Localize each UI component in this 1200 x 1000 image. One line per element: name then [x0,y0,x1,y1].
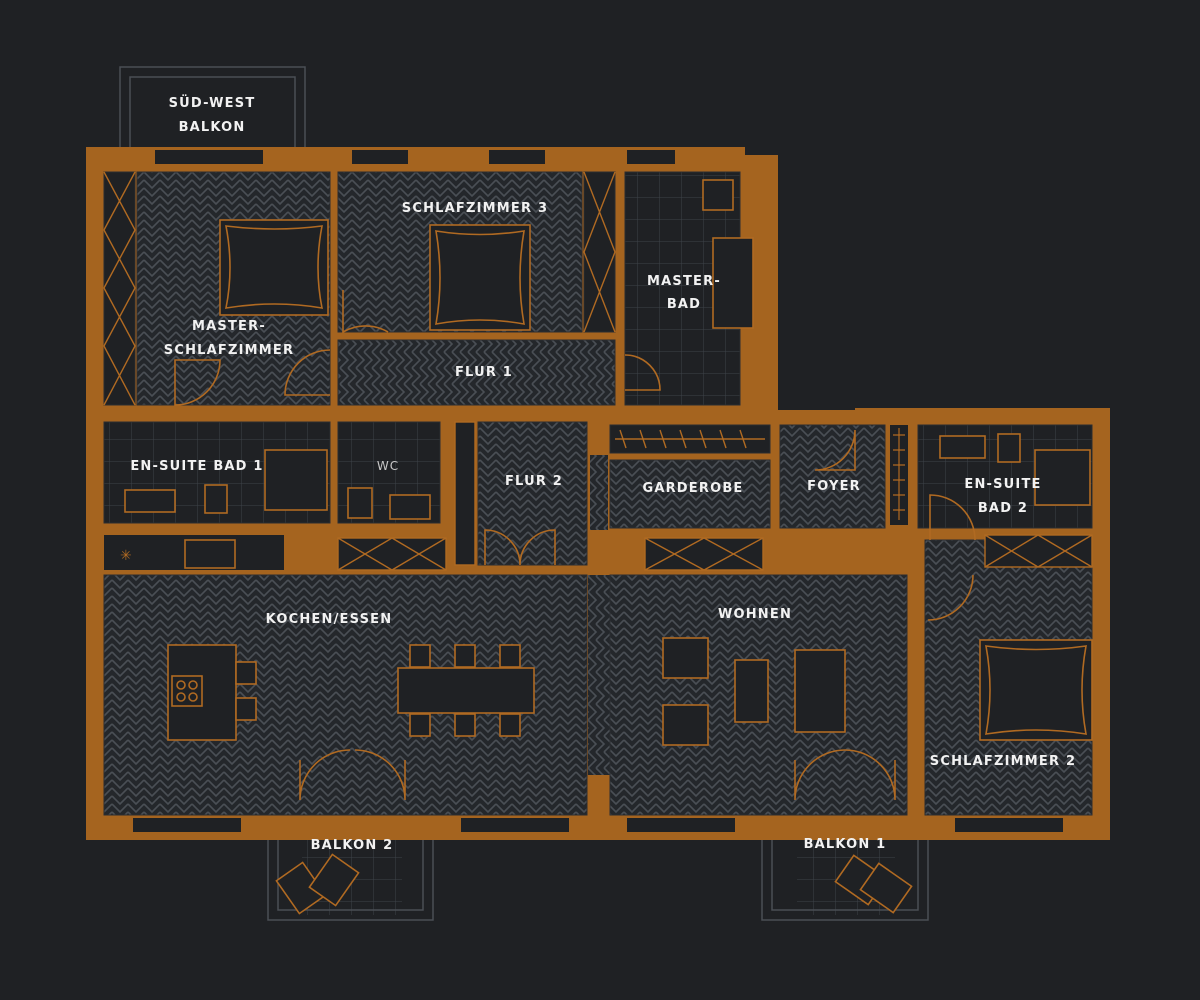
bed-schlafzimmer-2 [979,639,1093,741]
balkon-2 [267,834,434,921]
label-master-bad-2: BAD [667,297,701,312]
label-en-suite-bad-2-1: EN-SUITE [964,477,1041,492]
label-master-schlafzimmer-2: SCHLAFZIMMER [164,343,294,358]
living-furniture [662,637,846,746]
label-balkon-1: BALKON 1 [804,837,887,852]
label-flur-2: FLUR 2 [505,474,563,489]
label-flur-1: FLUR 1 [455,365,513,380]
sink-and-stove: ✳ [120,539,236,569]
label-garderobe: GARDEROBE [642,481,743,496]
closet-master [103,171,136,406]
label-master-schlafzimmer-1: MASTER- [192,319,266,334]
label-wohnen: WOHNEN [718,607,792,622]
closet-schlafzimmer-3 [583,171,616,333]
label-wc: WC [377,459,399,473]
room-flur-2 [477,421,588,566]
label-en-suite-bad-2-2: BAD 2 [978,501,1028,516]
bed-schlafzimmer-3 [429,224,531,331]
label-kochen-essen: KOCHEN/ESSEN [266,612,393,627]
label-balkon-sw: BALKON [179,120,246,135]
room-flur-1 [337,339,616,406]
label-en-suite-bad-1: EN-SUITE BAD 1 [130,459,263,474]
label-schlafzimmer-3: SCHLAFZIMMER 3 [402,201,548,216]
label-foyer: FOYER [807,479,861,494]
label-balkon-2: BALKON 2 [311,838,394,853]
dining-table [397,644,535,737]
room-foyer [779,424,886,529]
bath-fixtures [124,179,1091,520]
kitchen-island [167,644,257,741]
svg-text:✳: ✳ [120,548,132,564]
label-schlafzimmer-2: SCHLAFZIMMER 2 [930,754,1076,769]
room-garderobe [609,459,771,529]
bed-master [219,219,329,316]
label-master-bad-1: MASTER- [647,274,721,289]
label-sued-west: SÜD-WEST [169,95,256,111]
